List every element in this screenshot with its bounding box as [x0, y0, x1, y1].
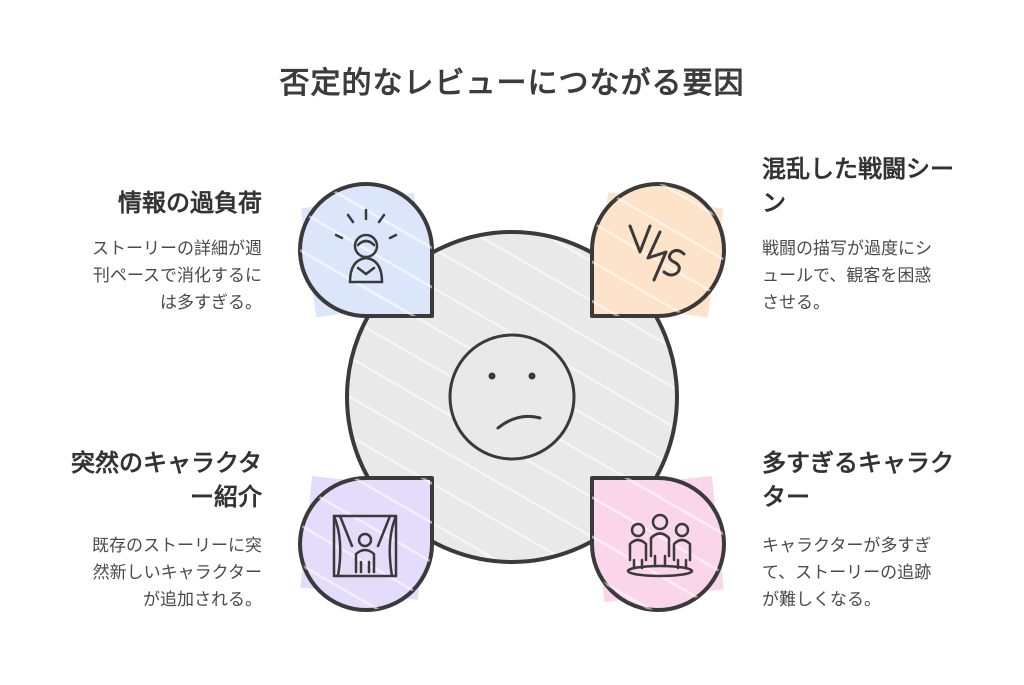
stressed-person-icon — [334, 208, 398, 284]
characters-description: キャラクターが多すぎ て、ストーリーの追跡 が難しくなる。 — [762, 533, 1002, 614]
sudden-desc-line: 然新しいキャラクター — [92, 563, 262, 583]
page-title: 否定的なレビューにつながる要因 — [279, 66, 745, 101]
characters-petal[interactable] — [590, 476, 726, 612]
overload-title-text: 情報の過負荷 — [118, 189, 262, 217]
characters-title: 多すぎるキャラク ター — [762, 446, 1002, 514]
battle-description: 戦闘の描写が過度にシ ュールで、観客を困惑 させる。 — [762, 236, 1002, 317]
characters-desc-line: キャラクターが多すぎ — [762, 536, 932, 556]
battle-desc-line: させる。 — [762, 293, 830, 313]
sudden-description: 既存のストーリーに突 然新しいキャラクター が追加される。 — [30, 533, 262, 614]
overload-description: ストーリーの詳細が週 刊ペースで消化するに は多すぎる。 — [40, 236, 262, 317]
overload-petal[interactable] — [298, 182, 434, 318]
sudden-desc-line: が追加される。 — [143, 590, 262, 610]
group-of-people-icon — [626, 513, 694, 578]
battle-petal[interactable] — [590, 182, 726, 318]
sudden-title-line: 突然のキャラクタ — [70, 449, 262, 477]
characters-desc-line: が難しくなる。 — [762, 590, 881, 610]
stage-curtain-person-icon — [332, 514, 398, 578]
battle-desc-line: 戦闘の描写が過度にシ — [762, 239, 932, 259]
versus-icon — [628, 224, 686, 282]
sad-face-icon — [448, 333, 576, 461]
overload-desc-line: ストーリーの詳細が週 — [92, 239, 262, 259]
sudden-title-line: ー紹介 — [190, 483, 262, 511]
overload-desc-line: は多すぎる。 — [160, 293, 262, 313]
battle-title-line: 混乱した戦闘シー — [762, 155, 954, 183]
overload-desc-line: 刊ペースで消化するに — [92, 266, 262, 286]
characters-title-line: 多すぎるキャラク — [762, 449, 954, 477]
characters-desc-line: て、ストーリーの追跡 — [762, 563, 932, 583]
sudden-desc-line: 既存のストーリーに突 — [92, 536, 262, 556]
sudden-petal[interactable] — [298, 476, 434, 612]
sudden-title: 突然のキャラクタ ー紹介 — [30, 446, 262, 514]
overload-title: 情報の過負荷 — [60, 186, 262, 220]
characters-title-line: ター — [762, 483, 810, 511]
battle-desc-line: ュールで、観客を困惑 — [762, 266, 932, 286]
battle-title: 混乱した戦闘シー ン — [762, 152, 1002, 220]
battle-title-line: ン — [762, 189, 786, 217]
